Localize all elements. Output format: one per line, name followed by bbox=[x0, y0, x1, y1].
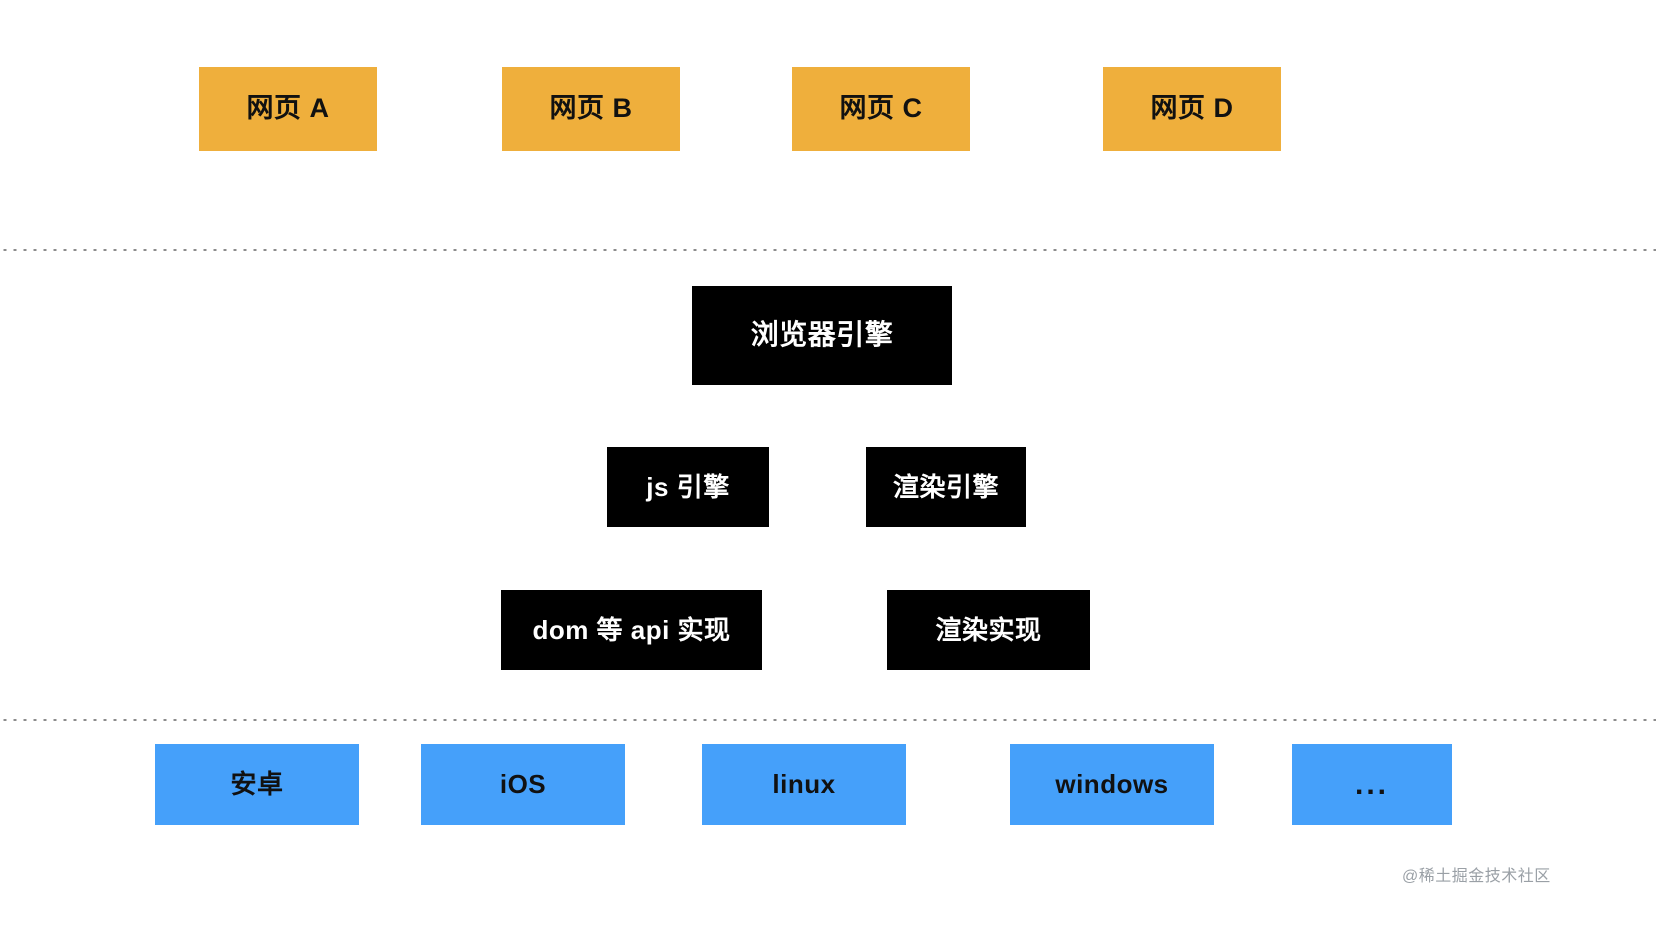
render-implementation-box: 渲染实现 bbox=[887, 590, 1090, 670]
watermark: @稀土掘金技术社区 bbox=[1402, 862, 1551, 886]
os-box-ios: iOS bbox=[421, 744, 625, 825]
web-page-box-c: 网页 C bbox=[792, 67, 970, 151]
os-label-more: ... bbox=[1354, 768, 1389, 801]
os-label-windows: windows bbox=[1055, 769, 1169, 800]
os-label-linux: linux bbox=[772, 769, 836, 800]
watermark-text: @稀土掘金技术社区 bbox=[1402, 868, 1551, 885]
dom-api-implementation-label: dom 等 api 实现 bbox=[532, 614, 731, 645]
web-page-label-c: 网页 C bbox=[839, 93, 923, 124]
render-engine-box: 渲染引擎 bbox=[866, 447, 1026, 527]
os-label-ios: iOS bbox=[499, 769, 547, 800]
web-page-box-a: 网页 A bbox=[199, 67, 377, 151]
js-engine-box: js 引擎 bbox=[607, 447, 769, 527]
dom-api-implementation-box: dom 等 api 实现 bbox=[501, 590, 762, 670]
web-page-box-d: 网页 D bbox=[1103, 67, 1281, 151]
os-box-linux: linux bbox=[702, 744, 906, 825]
js-engine-label: js 引擎 bbox=[646, 471, 730, 502]
web-page-box-b: 网页 B bbox=[502, 67, 680, 151]
divider-pages-engine bbox=[0, 248, 1656, 252]
web-page-label-a: 网页 A bbox=[246, 93, 330, 124]
render-engine-label: 渲染引擎 bbox=[892, 471, 999, 502]
browser-engine-box: 浏览器引擎 bbox=[692, 286, 952, 385]
divider-engine-os bbox=[0, 718, 1656, 722]
web-page-label-b: 网页 B bbox=[549, 93, 633, 124]
browser-engine-label: 浏览器引擎 bbox=[750, 319, 894, 351]
web-page-label-d: 网页 D bbox=[1150, 93, 1234, 124]
os-box-windows: windows bbox=[1010, 744, 1214, 825]
os-box-android: 安卓 bbox=[155, 744, 359, 825]
render-implementation-label: 渲染实现 bbox=[935, 614, 1042, 645]
os-box-more: ... bbox=[1292, 744, 1452, 825]
os-label-android: 安卓 bbox=[230, 769, 284, 800]
